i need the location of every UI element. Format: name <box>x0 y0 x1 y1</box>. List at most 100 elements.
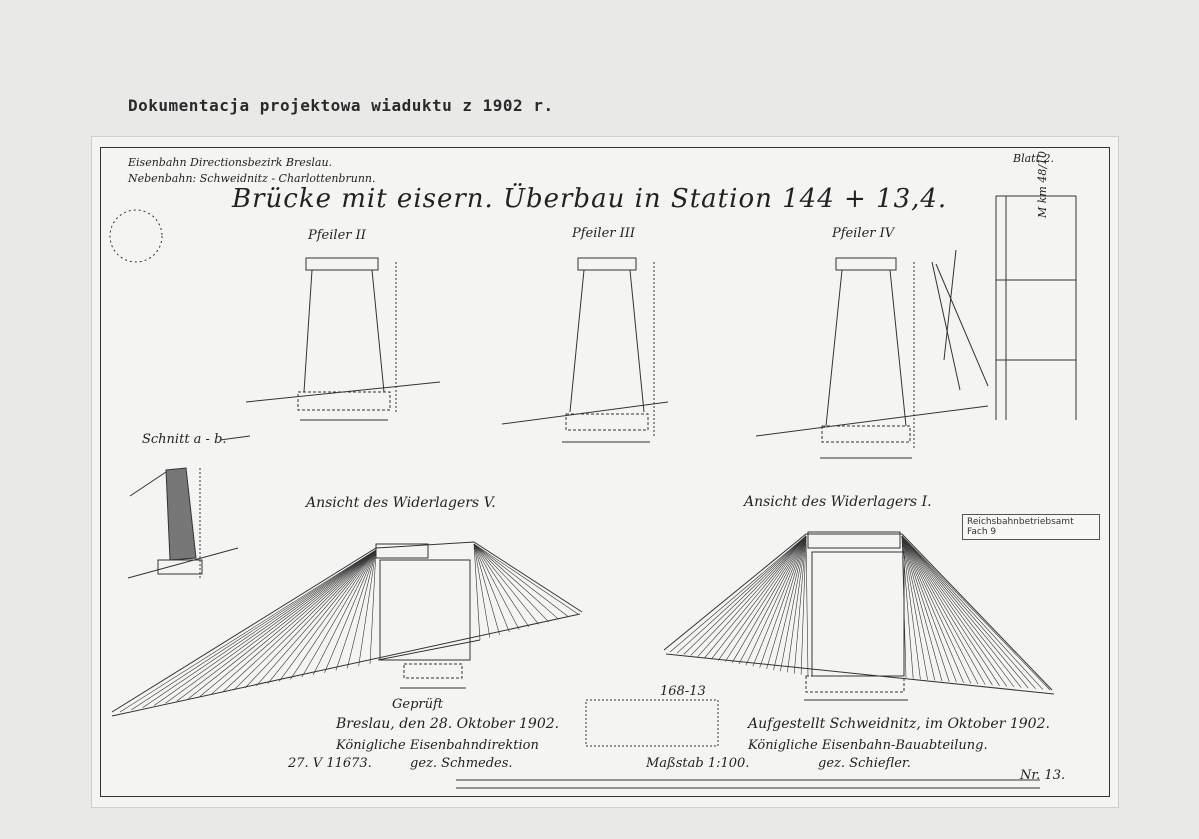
hatch-line <box>901 535 1015 688</box>
hatch-line <box>153 549 377 706</box>
hatch-line <box>473 543 520 630</box>
hatch-line <box>901 535 950 682</box>
hatch-line <box>766 535 807 669</box>
round-stamp <box>109 209 163 263</box>
hatch-line <box>199 549 377 697</box>
abutment-1-drawing <box>663 531 1055 701</box>
center-stamp <box>585 699 719 747</box>
hatch-line <box>312 549 377 676</box>
hatch-line <box>358 549 377 667</box>
hatch-line <box>759 535 807 668</box>
sheet-number: Blatt 2. <box>1013 152 1054 165</box>
hatch-line <box>901 535 1044 690</box>
place-date: Breslau, den 28. Oktober 1902. <box>336 716 560 732</box>
right-office: Königliche Eisenbahn-Bauabteilung. <box>748 738 988 753</box>
drawing-sheet <box>92 137 1118 807</box>
hatch-line <box>901 535 964 683</box>
section-ab-drawing <box>127 435 251 579</box>
hatch-line <box>210 549 377 695</box>
hatch-line <box>901 535 1000 686</box>
pier-label-4: Pfeiler IV <box>832 226 895 241</box>
hatch-line <box>131 549 377 711</box>
hatch-line <box>473 543 500 635</box>
hatch-line <box>335 549 377 671</box>
hatch-line <box>800 535 807 675</box>
hatch-line <box>780 535 807 672</box>
document-caption: Dokumentacja projektowa wiaduktu z 1902 … <box>128 96 554 115</box>
hatch-line <box>901 535 972 684</box>
hatch-line <box>473 543 491 638</box>
hatch-line <box>901 535 928 680</box>
hatch-line <box>901 535 1051 691</box>
margin-table <box>995 195 1077 420</box>
hatch-line <box>165 549 377 704</box>
hatch-line <box>346 549 377 669</box>
hatch-line <box>738 535 807 665</box>
section-label: Schnitt a - b. <box>142 432 227 447</box>
hatch-line <box>473 543 559 620</box>
hatch-line <box>473 543 540 625</box>
hatch-line <box>473 543 481 641</box>
hatch-line <box>724 535 807 662</box>
hatch-line <box>142 549 377 708</box>
abutment-label-1: Ansicht des Widerlagers I. <box>744 494 932 510</box>
hatch-line <box>683 535 807 655</box>
abutment-5-drawing <box>111 541 583 717</box>
pier-label-3: Pfeiler III <box>572 226 636 241</box>
hatch-line <box>731 535 807 663</box>
hatch-line <box>901 535 957 683</box>
archive-stamp: Reichsbahnbetriebsamt Fach 9 <box>962 514 1100 540</box>
hatch-line <box>901 535 1022 688</box>
line-header: Nebenbahn: Schweidnitz - Charlottenbrunn… <box>128 172 376 185</box>
hatch-line <box>278 549 377 682</box>
drawing-title: Brücke mit eisern. Überbau in Station 14… <box>232 184 948 214</box>
archive-stamp-line1: Reichsbahnbetriebsamt <box>967 517 1074 527</box>
right-signature: gez. Schiefler. <box>818 756 911 771</box>
hatch-line <box>176 549 377 702</box>
pier-4-drawing <box>755 249 989 459</box>
hatch-line <box>901 535 1008 687</box>
hatch-line <box>301 549 377 678</box>
hatch-line <box>752 535 807 667</box>
hatch-line <box>473 543 549 623</box>
hatch-line <box>901 535 1036 689</box>
hatch-line <box>787 535 807 673</box>
hatch-line <box>901 535 979 685</box>
checked-label: Geprüft <box>392 697 444 712</box>
hatch-line <box>290 549 377 680</box>
district-header: Eisenbahn Directionsbezirk Breslau. <box>128 156 333 169</box>
pier-3-drawing <box>501 257 669 443</box>
hatch-line <box>805 535 809 677</box>
hatch-line <box>901 535 921 680</box>
left-office: Königliche Eisenbahndirektion <box>336 738 539 753</box>
prepared-line: Aufgestellt Schweidnitz, im Oktober 1902… <box>748 716 1050 732</box>
pier-2-drawing <box>245 257 441 421</box>
hatch-line <box>901 535 943 682</box>
hatch-line <box>473 543 569 617</box>
center-note: 168-13 <box>660 684 706 699</box>
hatch-line <box>793 535 807 674</box>
hatch-line <box>187 549 377 700</box>
hatch-line <box>901 535 914 679</box>
hatch-line <box>901 535 936 681</box>
hatch-line <box>244 549 377 689</box>
scale-bar <box>456 779 1040 789</box>
hatch-line <box>676 535 807 654</box>
hatch-line <box>267 549 377 684</box>
hatch-line <box>119 549 377 713</box>
hatch-line <box>901 535 1029 689</box>
pier-label-2: Pfeiler II <box>308 228 366 243</box>
hatch-line <box>773 535 807 671</box>
hatch-line <box>256 549 377 687</box>
hatch-line <box>711 535 807 660</box>
hatch-line <box>324 549 377 673</box>
abutment-label-5: Ansicht des Widerlagers V. <box>306 495 496 511</box>
archive-note: Nr. 13. <box>1020 768 1066 783</box>
hatch-line <box>697 535 807 658</box>
hatch-line <box>901 535 986 685</box>
hatch-line <box>669 535 807 653</box>
hatch-line <box>704 535 807 659</box>
hatch-line <box>690 535 807 656</box>
hatch-line <box>233 549 377 691</box>
